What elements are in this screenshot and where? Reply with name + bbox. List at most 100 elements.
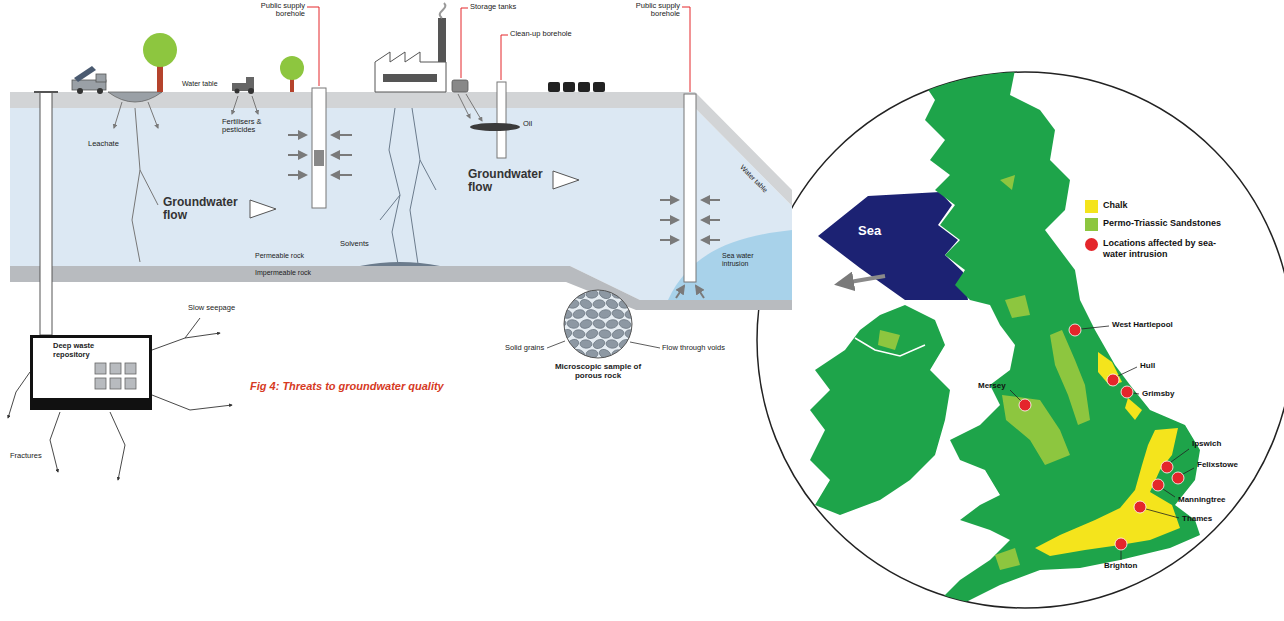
oil-pool — [470, 123, 520, 131]
sample-circle — [564, 290, 632, 358]
rock-grain — [566, 319, 580, 330]
area-label: Water table — [738, 164, 769, 195]
callout-label: Storage tanks — [470, 3, 516, 11]
rock-grain — [593, 299, 606, 308]
solvent-crack — [420, 160, 436, 190]
inflow-arrow — [288, 134, 306, 136]
rock-layers — [10, 92, 792, 206]
factory — [383, 74, 437, 82]
vehicle — [97, 88, 103, 94]
rock-grain — [611, 308, 625, 320]
rock-layers — [10, 92, 792, 310]
tree — [143, 33, 304, 92]
map — [1019, 399, 1031, 411]
map — [1163, 489, 1175, 497]
tractor — [232, 77, 254, 94]
layer-label: Permeable rock — [255, 252, 304, 260]
rock-grain — [624, 347, 639, 360]
inflow-arrow — [332, 174, 352, 176]
inflow-arrow — [332, 134, 352, 136]
rock-grain — [592, 318, 606, 329]
rock-grain — [598, 309, 612, 320]
callout-label: Clean-up borehole — [510, 30, 572, 38]
legend-swatch — [1085, 238, 1098, 251]
waste-package — [95, 363, 106, 374]
legend-swatch — [1085, 200, 1098, 213]
rock-grain — [553, 288, 645, 360]
sample-circle — [548, 288, 648, 360]
location-name: Thames — [1182, 515, 1212, 524]
map — [1050, 330, 1090, 425]
fracture-line — [152, 333, 220, 350]
rock-grain — [611, 328, 625, 340]
rock-grain — [599, 329, 612, 339]
area-label: Fractures — [10, 452, 42, 460]
sandstone-area — [878, 175, 1090, 570]
fracture-line — [185, 318, 200, 338]
area-label: Sea water intrusion — [722, 252, 770, 267]
map — [1098, 352, 1122, 386]
vehicle — [72, 66, 106, 94]
area-label: Leachate — [88, 140, 119, 148]
leachate-arrow — [114, 102, 122, 128]
inflow-arrow — [288, 174, 306, 176]
layer-label: Impermeable rock — [255, 269, 311, 277]
location-name: Brighton — [1104, 562, 1137, 571]
rock-grain — [579, 318, 593, 329]
rock-grain — [605, 318, 619, 329]
figure-caption: Fig 4: Threats to groundwater quality — [250, 380, 444, 392]
leader-line — [682, 7, 690, 92]
inflow-arrow — [288, 154, 306, 156]
porous-rock-sample: Microscopic sample of porous rock — [548, 288, 648, 380]
building — [593, 82, 605, 92]
sea-arrow — [838, 276, 885, 284]
fertiliser-arrow — [252, 96, 258, 114]
rock-grain — [631, 339, 644, 349]
map — [1121, 550, 1122, 560]
rock-layers — [10, 266, 792, 310]
map — [1125, 398, 1142, 420]
rock-grain — [572, 308, 586, 319]
leachate-arrow — [140, 170, 158, 205]
map — [1121, 386, 1133, 398]
rock-grain — [560, 349, 573, 359]
waste-package — [95, 363, 136, 389]
callout-label: Solid grains — [505, 344, 544, 352]
map — [1010, 390, 1021, 401]
inflow-arrow — [660, 239, 678, 241]
leachate-arrow — [132, 108, 140, 262]
location-name: Hull — [1140, 362, 1155, 371]
area-label: Water table — [182, 80, 218, 88]
map — [1002, 395, 1070, 465]
landfill — [108, 92, 162, 102]
fracture-line — [50, 412, 60, 472]
chalk-area — [1035, 352, 1180, 556]
location-name: Mersey — [978, 382, 1006, 391]
building — [563, 82, 575, 92]
inflow-arrow — [288, 135, 720, 298]
map — [1133, 393, 1139, 394]
rock-grain — [631, 297, 646, 310]
rock-grain — [624, 288, 639, 301]
waste-package — [95, 378, 106, 389]
rock-grain — [579, 298, 593, 311]
intrusion-dot — [1019, 324, 1184, 550]
map — [1152, 479, 1164, 491]
location-name: West Hartlepool — [1112, 321, 1173, 330]
fertiliser-arrow — [232, 96, 258, 114]
solvent-pool — [360, 262, 440, 266]
oil-arrow — [466, 94, 482, 121]
map — [1035, 428, 1180, 556]
solvent-pool — [360, 262, 440, 266]
waste-package — [125, 363, 136, 374]
ireland — [810, 305, 950, 515]
factory — [375, 3, 446, 92]
borehole — [314, 150, 324, 166]
rock-grain — [553, 318, 567, 330]
oil-arrow — [458, 94, 482, 121]
sea-arrow — [838, 276, 885, 284]
map — [995, 548, 1020, 570]
callout-label: Public supply borehole — [630, 2, 680, 19]
map — [1183, 468, 1194, 474]
tree — [143, 33, 177, 67]
